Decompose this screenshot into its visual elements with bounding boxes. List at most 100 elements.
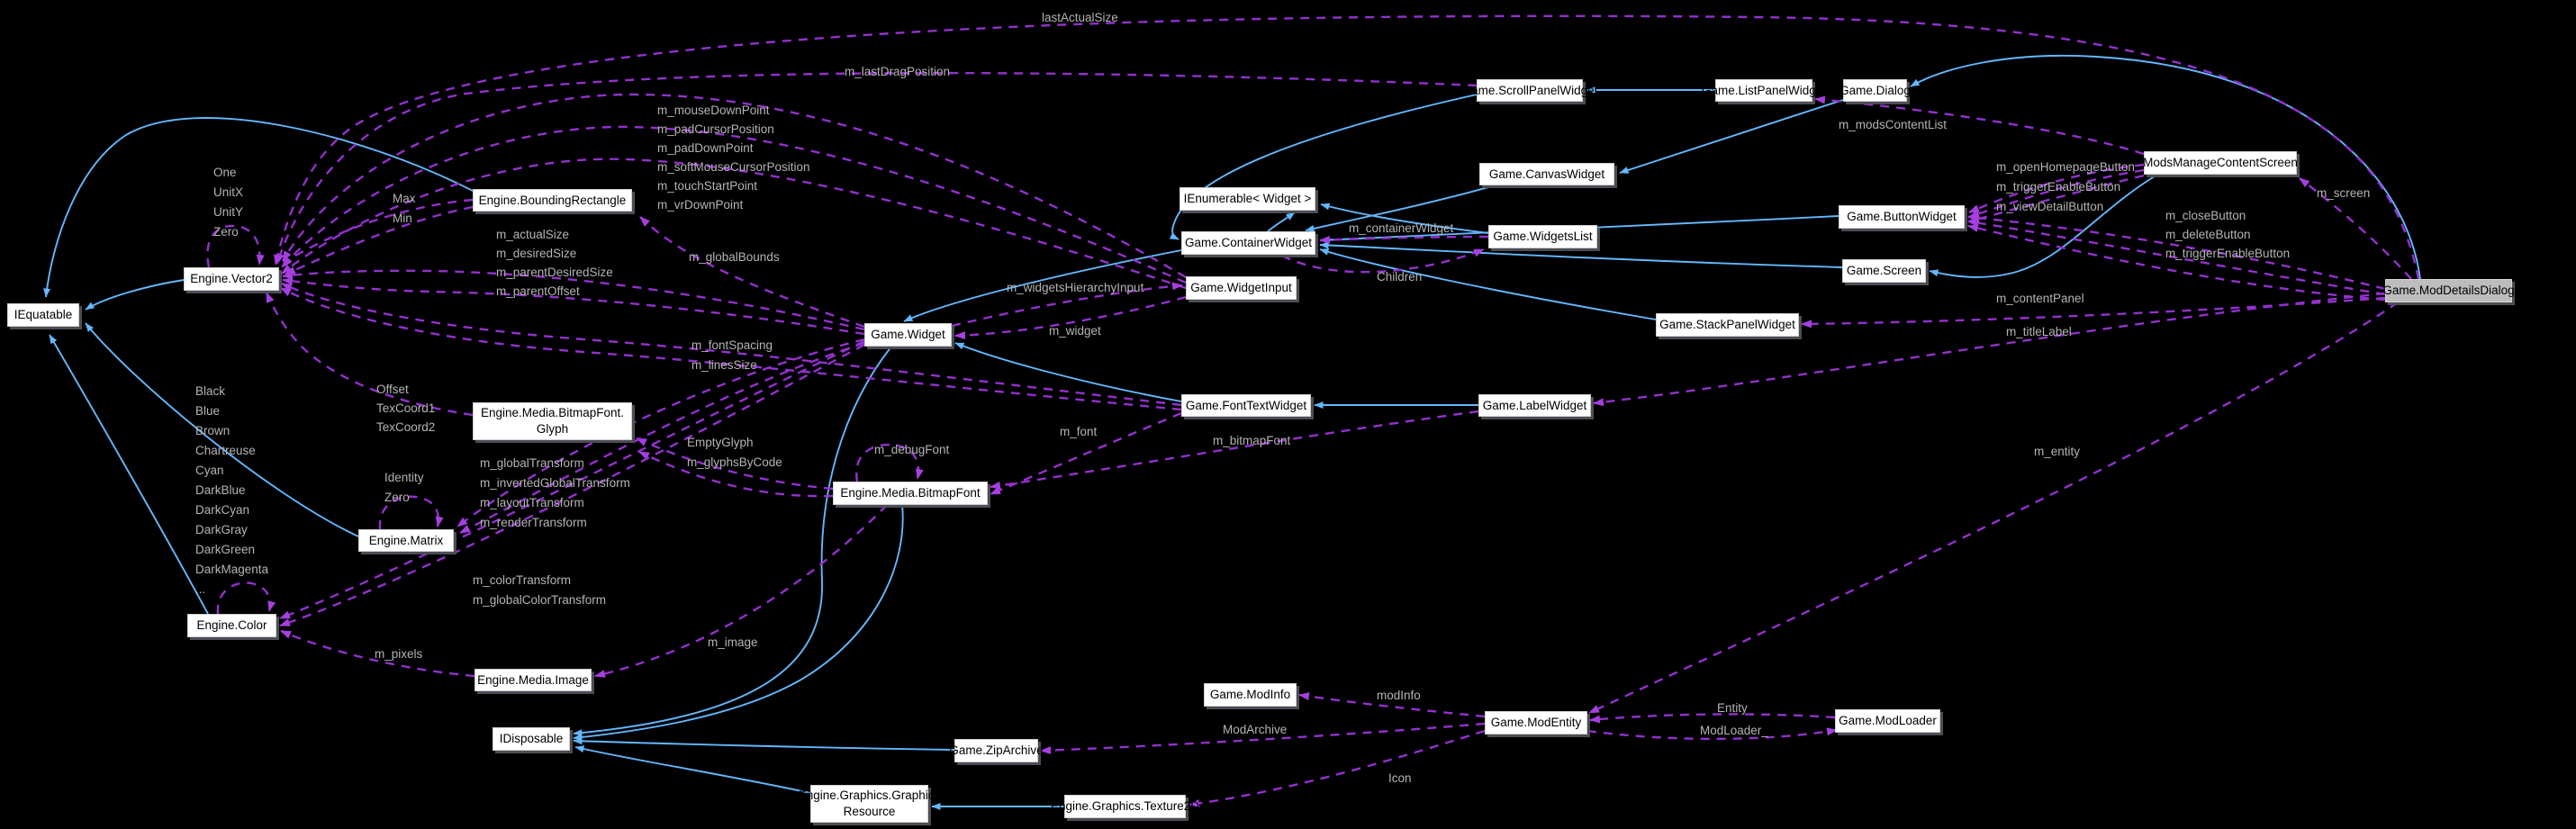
edge-usage-widgetinput-widget (954, 295, 1187, 340)
edge-usage-moddetails-vector2 (274, 14, 2420, 280)
edge-usage-widgetinput-vector2 (281, 158, 1187, 290)
edge-inheritance-fonttext-widget (954, 342, 1182, 402)
edge-inheritance-color-iequatable (49, 334, 209, 615)
node-bitmapfont[interactable]: Engine.Media.BitmapFont (833, 482, 988, 505)
node-iequatable[interactable]: IEquatable (7, 303, 79, 327)
node-graphicsresource[interactable]: Engine.Graphics.Graphics Resource (799, 785, 940, 823)
node-modentity[interactable]: Game.ModEntity (1485, 711, 1587, 734)
edge-inheritance-vector2-iequatable (85, 279, 185, 311)
edge-inheritance-boundingrect-iequatable (43, 117, 475, 298)
edge-usage-modsmanage-listpanel (1814, 95, 2145, 156)
node-ienumerable[interactable]: IEnumerable< Widget > (1180, 187, 1315, 211)
edge-inheritance-containerwidget-widget (903, 249, 1182, 322)
edge-usage-containerwidget-widgetslist (1281, 248, 1485, 274)
node-modsmanage[interactable]: ModsManageContentScreen (2143, 151, 2298, 175)
edge-label-mod_archive: ModArchive (1223, 720, 1287, 740)
node-glyph[interactable]: Engine.Media.BitmapFont. Glyph (473, 402, 632, 440)
node-boundingrect[interactable]: Engine.BoundingRectangle (473, 189, 632, 212)
node-buttonwidget[interactable]: Game.ButtonWidget (1839, 205, 1965, 229)
node-scrollpanel[interactable]: Game.ScrollPanelWidget (1462, 79, 1597, 102)
edge-usage-moddetails-buttonwidget (1967, 219, 2386, 296)
edge-label-line: m_deleteButton (2165, 228, 2251, 241)
edge-usage-vector2-vector2 (206, 224, 265, 268)
edge-label-line: m_modsContentList (1839, 118, 1948, 131)
node-widget[interactable]: Game.Widget (864, 323, 952, 347)
edge-usage-scrollpanel-vector2 (276, 71, 1478, 265)
edge-label-mod_info: modInfo (1377, 686, 1421, 706)
edge-label-line: m_desiredSize (496, 247, 577, 260)
edge-label-line: m_triggerEnableButton (2165, 247, 2291, 260)
edge-usage-moddetails-buttonwidget (1967, 224, 2386, 302)
edge-usage-modsmanage-buttonwidget (1968, 168, 2145, 219)
edge-label-m_entity: m_entity (2034, 442, 2080, 462)
edge-label-line: Chartreuse (195, 444, 256, 457)
node-modloader[interactable]: Game.ModLoader (1835, 709, 1940, 733)
node-dialog[interactable]: Game.Dialog (1839, 79, 1911, 102)
edge-label-m_debug_font: m_debugFont (874, 440, 949, 460)
node-ziparchive[interactable]: Game.ZipArchive (949, 739, 1044, 762)
edge-usage-modsmanage-buttonwidget (1968, 163, 2145, 214)
edge-usage-modentity-modinfo (1298, 692, 1486, 718)
edge-label-line: modInfo (1377, 689, 1421, 702)
edge-usage-widget-vector2 (282, 276, 865, 336)
edge-usage-bitmapfont-glyph (638, 450, 834, 498)
node-widgetslist[interactable]: Game.WidgetsList (1488, 225, 1597, 248)
node-vector2[interactable]: Engine.Vector2 (184, 267, 279, 291)
node-screen[interactable]: Game.Screen (1842, 259, 1926, 283)
node-widgetinput[interactable]: Game.WidgetInput (1186, 276, 1297, 300)
edge-label-line: m_parentOffset (496, 284, 580, 298)
node-color[interactable]: Engine.Color (187, 614, 276, 637)
node-labelwidget[interactable]: Game.LabelWidget (1478, 394, 1591, 417)
edge-label-line: m_layoutTransform (480, 496, 584, 509)
edge-inheritance-stackpanel-containerwidget (1319, 248, 1657, 320)
edge-label-line: Children (1377, 270, 1423, 284)
edge-label-m_pixels: m_pixels (375, 644, 422, 664)
node-moddetails[interactable]: Game.ModDetailsDialog (2382, 279, 2515, 302)
edge-label-line: Identity (384, 471, 424, 484)
node-image[interactable]: Engine.Media.Image (475, 669, 592, 691)
edge-label-widgets_hierarchy_input: m_widgetsHierarchyInput (1007, 278, 1143, 298)
edge-usage-moddetails-modentity (1588, 302, 2399, 715)
edge-label-line: Max (393, 192, 416, 205)
node-texture2d[interactable]: Engine.Graphics.Texture2D (1051, 795, 1199, 818)
edge-label-container_widget: m_containerWidget (1349, 219, 1453, 239)
edge-inheritance-widgetslist-ienumerable (1320, 203, 1489, 234)
edge-usage-moddetails-labelwidget (1593, 292, 2386, 407)
edge-label-children: Children (1377, 267, 1422, 287)
edge-label-line: m_containerWidget (1349, 221, 1454, 235)
edge-label-line: m_padDownPoint (657, 141, 754, 155)
edge-label-line: m_bitmapFont (1213, 434, 1291, 447)
node-fonttext[interactable]: Game.FontTextWidget (1181, 394, 1311, 417)
node-listpanel[interactable]: Game.ListPanelWidget (1702, 79, 1826, 102)
edge-usage-bitmapfont-bitmapfont (855, 443, 924, 482)
edge-label-line: m_renderTransform (480, 516, 587, 529)
edge-label-m_bitmap_font: m_bitmapFont (1213, 431, 1290, 451)
edge-label-line: m_globalTransform (480, 456, 584, 470)
node-modinfo[interactable]: Game.ModInfo (1204, 683, 1297, 707)
node-canvaswidget[interactable]: Game.CanvasWidget (1479, 163, 1614, 185)
edge-label-line: m_softMouseCursorPosition (657, 160, 810, 174)
edge-usage-image-color (280, 629, 475, 678)
edge-label-mod_loader_: ModLoader_ (1700, 721, 1768, 741)
node-containerwidget[interactable]: Game.ContainerWidget (1181, 231, 1315, 255)
edge-label-m_font: m_font (1060, 422, 1097, 442)
edge-usage-widget-boundingrect (639, 216, 865, 329)
node-idisposable[interactable]: IDisposable (493, 727, 570, 751)
node-matrix[interactable]: Engine.Matrix (358, 529, 454, 552)
edge-inheritance-canvaswidget-containerwidget (1305, 185, 1496, 232)
edge-usage-modloader-modentity (1589, 713, 1836, 724)
edge-label-line: m_parentDesiredSize (496, 266, 613, 279)
edge-label-line: m_vrDownPoint (657, 198, 744, 212)
edge-usage-modentity-texture2d (1189, 729, 1486, 807)
node-stackpanel[interactable]: Game.StackPanelWidget (1656, 313, 1799, 337)
edge-usage-widgetslist-containerwidget (1319, 235, 1489, 245)
